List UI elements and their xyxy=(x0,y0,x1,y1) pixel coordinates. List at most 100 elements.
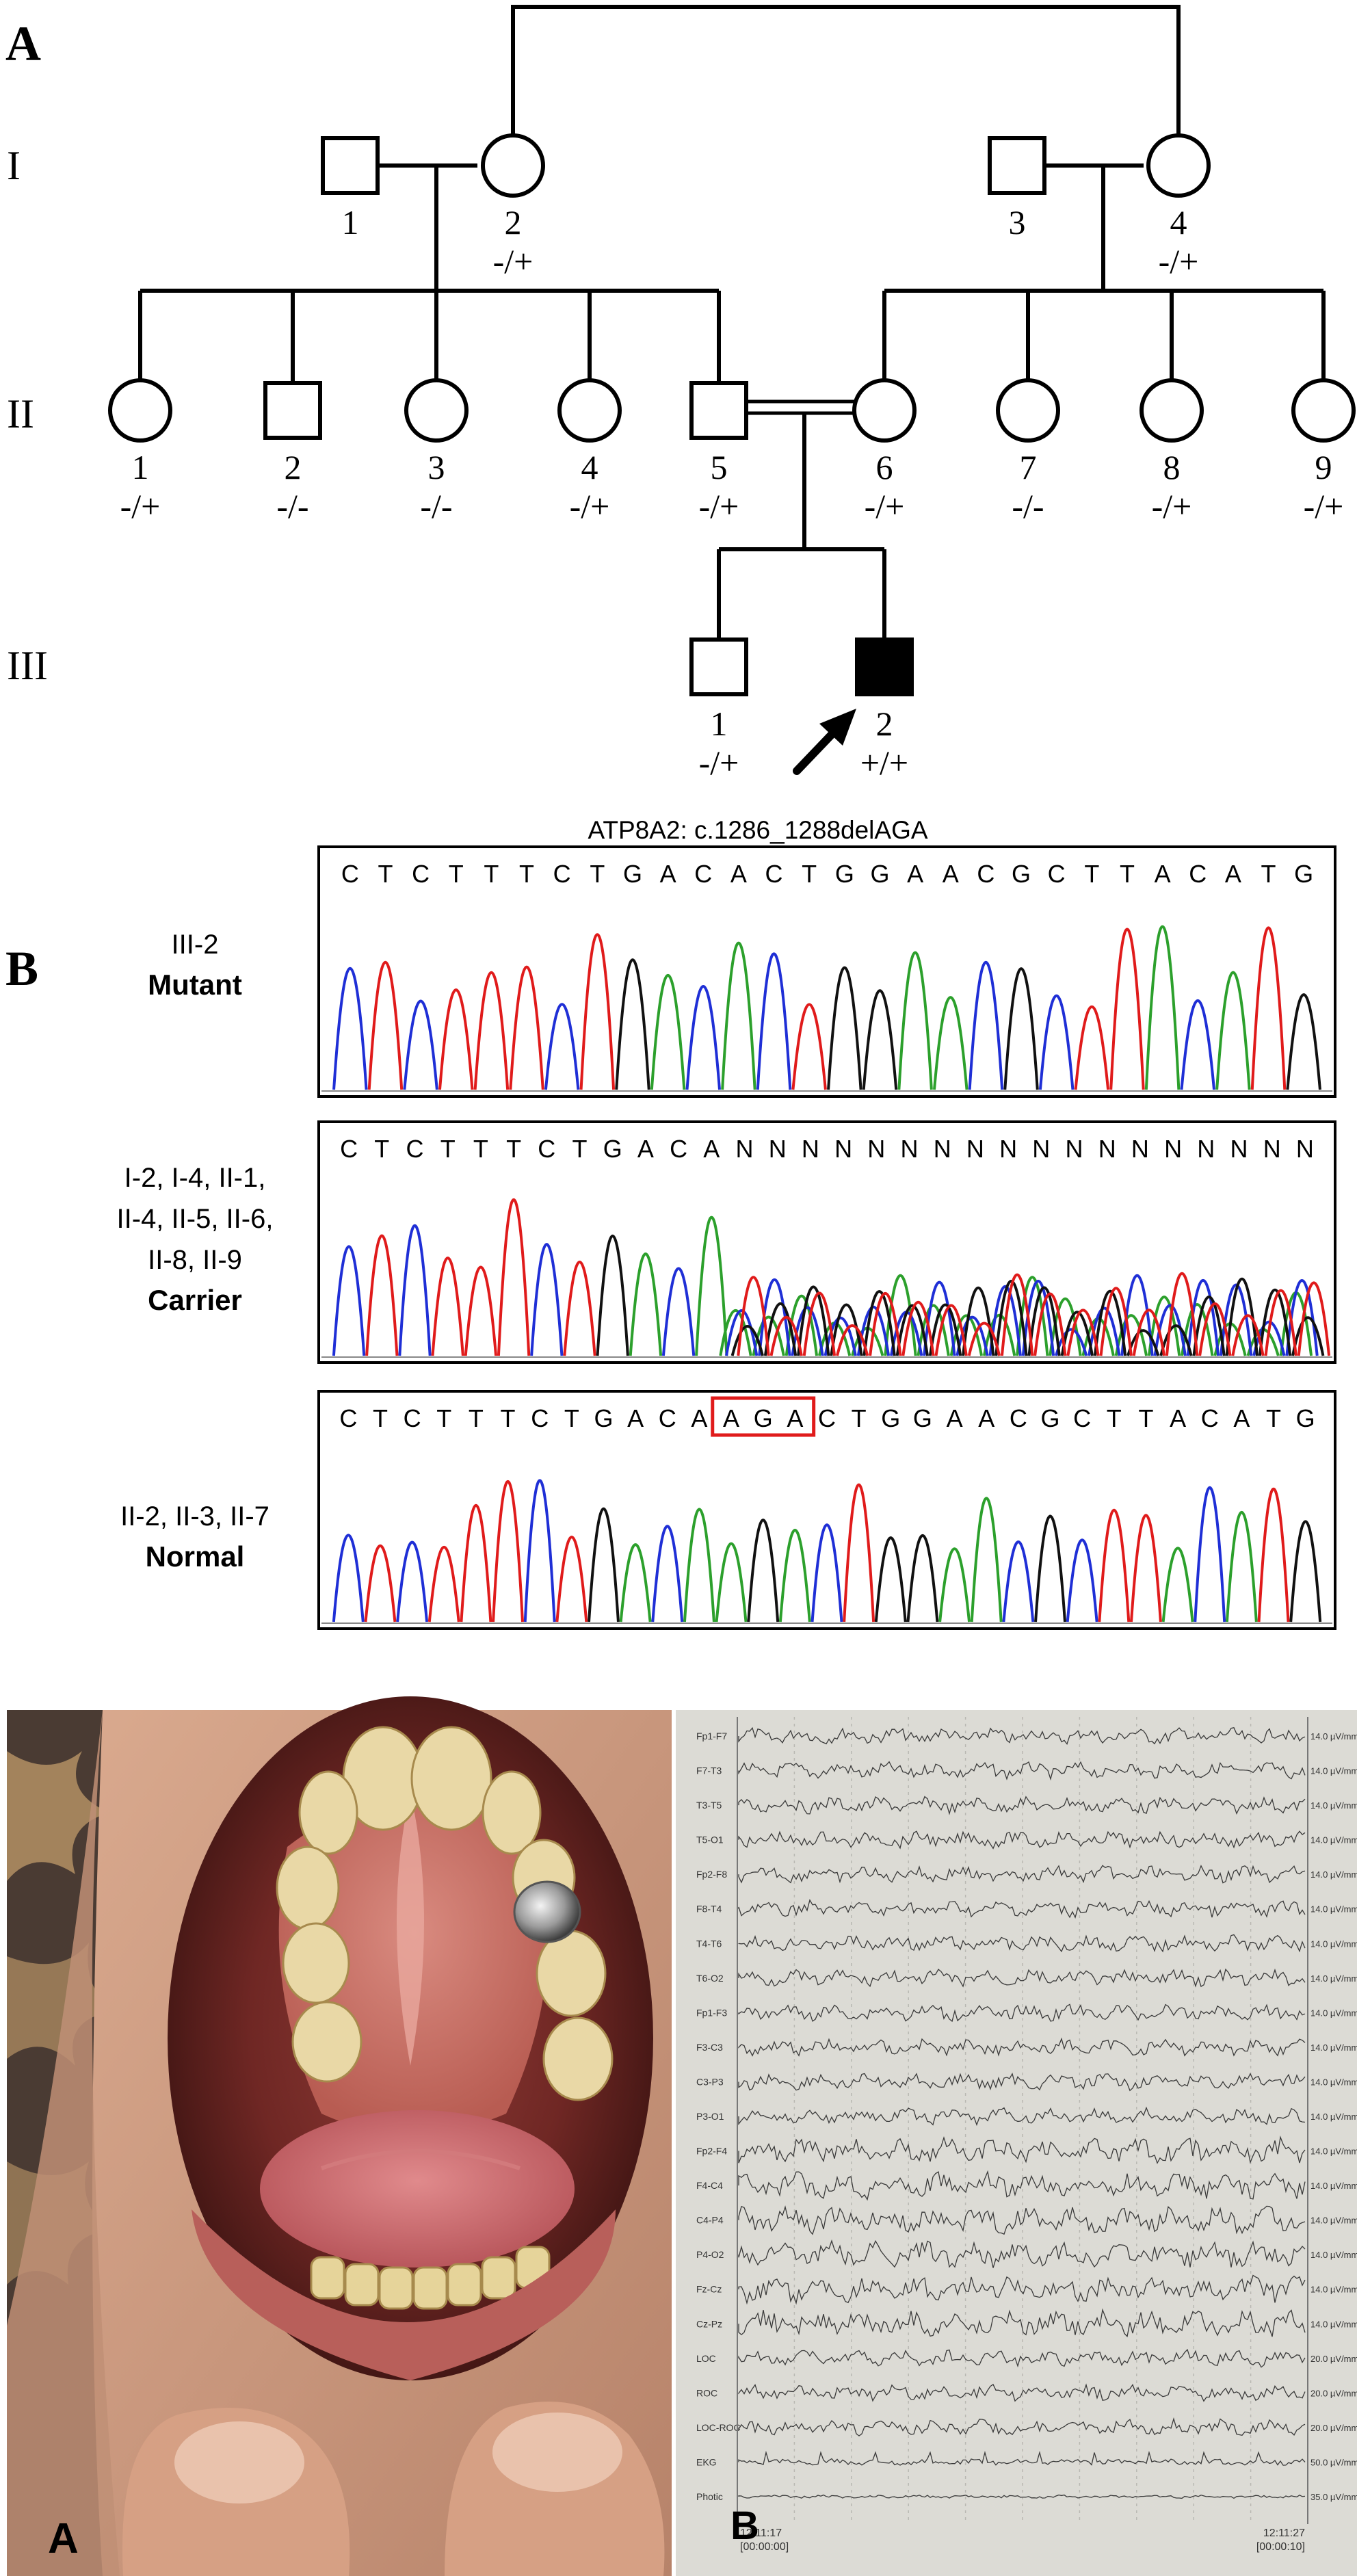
variant-label: ATP8A2: c.1286_1288delAGA xyxy=(588,816,927,844)
eeg-scale-11: 14.0 µV/mm xyxy=(1310,2077,1357,2087)
base-letter-1-11: C xyxy=(694,860,712,888)
base-letter-2-23: N xyxy=(1066,1135,1083,1163)
base-letter-1-17: A xyxy=(907,860,923,888)
base-letter-2-30: N xyxy=(1296,1135,1314,1163)
base-letter-2-12: A xyxy=(703,1135,720,1163)
base-letter-2-16: N xyxy=(834,1135,852,1163)
trace-C-1 xyxy=(332,952,1216,1090)
eeg-time-end-rel: [00:00:10] xyxy=(1256,2541,1305,2553)
eeg-scale-4: 14.0 µV/mm xyxy=(1310,1835,1357,1845)
female-symbol-gen2-4 xyxy=(557,378,622,443)
base-letter-1-18: A xyxy=(943,860,959,888)
individual-id-gen1-4: 4 xyxy=(1170,203,1187,241)
base-letter-1-21: C xyxy=(1048,860,1066,888)
base-letter-3-18: G xyxy=(881,1404,900,1432)
individual-id-gen2-4: 4 xyxy=(581,448,598,486)
eeg-scale-3: 14.0 µV/mm xyxy=(1310,1800,1357,1811)
female-symbol-gen2-7 xyxy=(996,378,1060,443)
eeg-scale-5: 14.0 µV/mm xyxy=(1310,1869,1357,1880)
eeg-channel-fp1-f7: Fp1-F7 xyxy=(696,1731,727,1742)
base-letter-2-10: A xyxy=(637,1135,654,1163)
eeg-channel-f7-t3: F7-T3 xyxy=(696,1765,722,1776)
panel-label-B: B xyxy=(5,941,38,996)
eeg-scale-19: 20.0 µV/mm xyxy=(1310,2354,1357,2364)
chromatogram-traces-1 xyxy=(321,925,1332,1092)
base-letter-1-16: G xyxy=(870,860,889,888)
female-symbol-gen1-2 xyxy=(481,133,545,198)
eeg-trace-11 xyxy=(738,2073,1306,2092)
eeg-trace-17 xyxy=(738,2274,1306,2305)
individual-id-gen3-2: 2 xyxy=(876,705,893,743)
eeg-channel-c3-p3: C3-P3 xyxy=(696,2076,724,2087)
individual-id-gen2-6: 6 xyxy=(876,448,893,486)
base-letter-2-24: N xyxy=(1098,1135,1116,1163)
genotype-gen2-6: -/+ xyxy=(865,487,905,525)
eeg-channel-t6-o2: T6-O2 xyxy=(696,1973,724,1984)
base-letter-2-7: C xyxy=(538,1135,555,1163)
base-letter-3-19: G xyxy=(913,1404,932,1432)
base-letter-2-20: N xyxy=(966,1135,984,1163)
trace-T-3 xyxy=(364,1480,1290,1622)
base-letter-3-29: A xyxy=(1233,1404,1250,1432)
base-letter-2-22: N xyxy=(1032,1135,1050,1163)
eeg-trace-3 xyxy=(738,1796,1306,1815)
individual-id-gen2-9: 9 xyxy=(1315,448,1332,486)
individual-id-gen2-5: 5 xyxy=(711,448,728,486)
line-grandparents xyxy=(511,5,1181,135)
eeg-channel-loc-roc: LOC-ROC xyxy=(696,2422,741,2433)
eeg-channel-fz-cz: Fz-Cz xyxy=(696,2284,722,2295)
eeg-channel-loc: LOC xyxy=(696,2353,716,2364)
eeg-scale-23: 35.0 µV/mm xyxy=(1310,2492,1357,2502)
sample-ids-1-1: III-2 xyxy=(172,930,219,960)
base-letter-2-17: N xyxy=(867,1135,885,1163)
individual-id-gen2-8: 8 xyxy=(1163,448,1181,486)
base-letter-3-20: A xyxy=(947,1404,963,1432)
base-letter-1-12: A xyxy=(730,860,747,888)
oral-photograph xyxy=(7,1696,672,2576)
chromatogram-traces-2 xyxy=(321,1198,1332,1358)
base-letter-2-8: T xyxy=(572,1135,588,1163)
eeg-trace-12 xyxy=(738,2106,1306,2127)
base-letter-3-2: T xyxy=(373,1404,388,1432)
eeg-scale-21: 20.0 µV/mm xyxy=(1310,2423,1357,2433)
chromatogram-frame-1 xyxy=(317,845,1336,1098)
eeg-scale-9: 14.0 µV/mm xyxy=(1310,2008,1357,2018)
tongue xyxy=(260,2110,575,2268)
eeg-trace-18 xyxy=(738,2308,1306,2338)
trace-G-3 xyxy=(588,1507,1322,1622)
photo-label-A: A xyxy=(48,2515,79,2562)
female-symbol-gen2-1 xyxy=(108,378,172,443)
base-letter-2-6: T xyxy=(506,1135,521,1163)
eeg-channel-fp1-f3: Fp1-F3 xyxy=(696,2007,727,2018)
deletion-highlight-box xyxy=(711,1396,816,1437)
base-letter-1-10: A xyxy=(660,860,676,888)
eeg-trace-4 xyxy=(738,1830,1306,1850)
genotype-gen2-2: -/- xyxy=(276,487,308,525)
eeg-scale-12: 14.0 µV/mm xyxy=(1310,2112,1357,2122)
base-letter-3-9: G xyxy=(594,1404,613,1432)
individual-id-gen1-1: 1 xyxy=(342,203,359,241)
male-symbol-gen1-1 xyxy=(321,136,380,195)
eeg-trace-7 xyxy=(738,1934,1306,1953)
base-letter-3-31: G xyxy=(1296,1404,1315,1432)
eeg-channel-p4-o2: P4-O2 xyxy=(696,2249,724,2260)
base-letter-3-25: T xyxy=(1107,1404,1122,1432)
genotype-gen2-7: -/- xyxy=(1012,487,1044,525)
base-letter-2-4: T xyxy=(440,1135,456,1163)
proband-arrow xyxy=(793,709,856,775)
base-letter-1-25: C xyxy=(1189,860,1207,888)
base-letter-3-14: G xyxy=(754,1404,773,1432)
eeg-channel-c4-p4: C4-P4 xyxy=(696,2215,724,2226)
genotype-gen3-1: -/+ xyxy=(699,744,739,782)
female-symbol-gen2-8 xyxy=(1139,378,1204,443)
base-letter-1-7: C xyxy=(553,860,571,888)
base-letter-3-22: C xyxy=(1010,1404,1027,1432)
eeg-trace-14 xyxy=(738,2170,1306,2201)
base-letter-3-16: C xyxy=(818,1404,836,1432)
base-letter-1-20: G xyxy=(1012,860,1031,888)
eeg-trace-2 xyxy=(738,1761,1306,1781)
trace-C-3 xyxy=(332,1479,1226,1622)
eeg-scale-18: 14.0 µV/mm xyxy=(1310,2319,1357,2329)
base-letter-1-6: T xyxy=(519,860,534,888)
individual-id-gen3-1: 1 xyxy=(711,705,728,743)
